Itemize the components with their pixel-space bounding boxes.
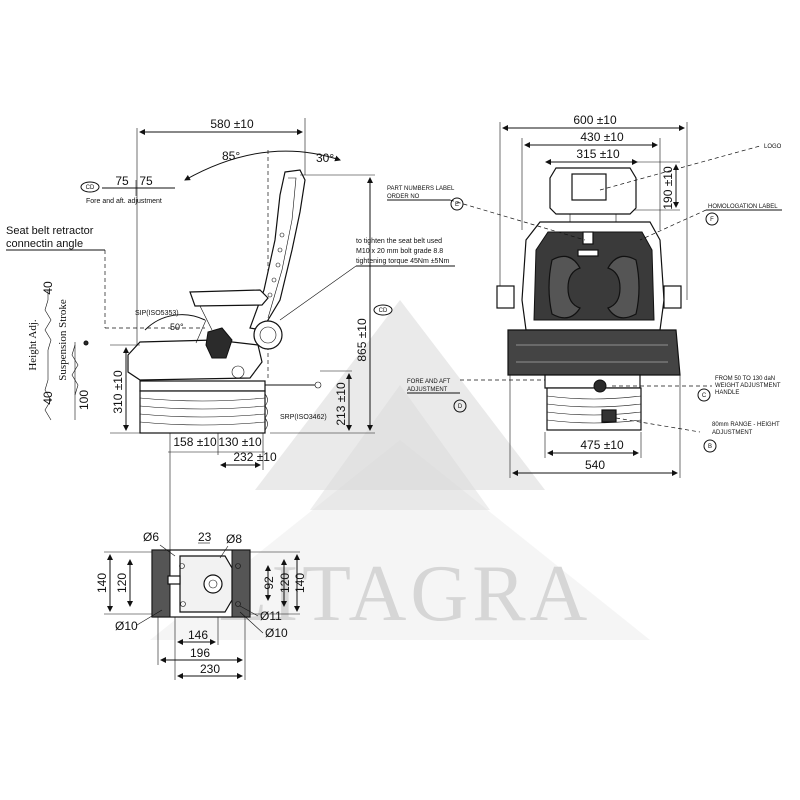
side-view: 580 ±10 CD 75 75 Fore and aft. adjustmen… [6, 117, 455, 470]
dim-75-right: 75 [139, 174, 153, 188]
callout-fore-aft-1: FORE AND AFT [407, 379, 451, 385]
angle-85: 85° [222, 149, 240, 163]
dim-75-left: 75 [115, 174, 129, 188]
base-dim-d10-right: Ø10 [265, 626, 288, 640]
dim-430: 430 ±10 [580, 130, 624, 144]
callout-height-1: 80mm RANGE - HEIGHT [712, 422, 780, 428]
callout-fore-aft-2: ADJUSTMENT [407, 387, 448, 393]
callout-weight-3: HANDLE [715, 390, 739, 396]
callout-b: B [708, 444, 712, 450]
base-dim-230: 230 [200, 662, 220, 676]
watermark-text: LITAGRA [219, 550, 592, 638]
belt-note-3: tightening torque 45Nm ±5Nm [356, 258, 450, 265]
base-dim-120-left: 120 [115, 573, 129, 593]
dim-232: 232 ±10 [233, 450, 277, 464]
front-view: 600 ±10 430 ±10 315 ±10 190 ±10 [387, 113, 782, 478]
dim-315: 315 ±10 [576, 147, 620, 161]
angle-50: 50° [170, 322, 184, 332]
dim-213: 213 ±10 [334, 382, 348, 426]
callout-c: C [702, 393, 707, 399]
callout-logo: LOGO [764, 144, 782, 150]
base-dim-d11: Ø11 [260, 609, 282, 623]
suspension-label: Suspension Stroke [57, 299, 69, 381]
callout-weight-1: FROM 50 TO 130 daN [715, 376, 775, 382]
base-dim-92: 92 [262, 576, 276, 590]
fore-aft-label: Fore and aft. adjustment [86, 198, 162, 205]
base-dim-d10-left: Ø10 [115, 619, 138, 633]
callout-part-numbers-2: ORDER NO [387, 194, 420, 200]
angle-30: 30° [316, 151, 334, 165]
seat-belt-label-2: connectin angle [6, 238, 83, 250]
belt-note-1: to tighten the seat belt used [356, 238, 442, 245]
dim-865: 865 ±10 [355, 318, 369, 362]
callout-part-numbers-1: PART NUMBERS LABEL [387, 186, 455, 192]
dim-310: 310 ±10 [111, 370, 125, 414]
base-view: Ø6 23 Ø8 140 120 92 120 140 Ø10 Ø11 Ø10 [95, 455, 307, 680]
base-dim-140-right: 140 [293, 573, 307, 593]
callout-height-2: ADJUSTMENT [712, 430, 753, 436]
height-adj-40-bottom: 40 [41, 391, 55, 405]
backrest-studs [267, 232, 285, 298]
height-adj-label: Height Adj. [27, 319, 39, 371]
height-adj-40-top: 40 [41, 281, 55, 295]
base-dim-120-right: 120 [278, 573, 292, 593]
base-dim-23: 23 [198, 530, 212, 544]
belt-note-2: M10 x 20 mm bolt grade 8.8 [356, 248, 443, 255]
suspension-100: 100 [77, 390, 91, 410]
callout-d: D [458, 404, 463, 410]
base-dim-196: 196 [190, 646, 210, 660]
base-dim-d6: Ø6 [143, 530, 159, 544]
dim-540: 540 [585, 458, 605, 472]
base-dim-146: 146 [188, 628, 208, 642]
dim-600: 600 ±10 [573, 113, 617, 127]
dim-130: 130 ±10 [218, 435, 262, 449]
dim-158: 158 ±10 [173, 435, 217, 449]
cd-symbol-left: CD [86, 185, 95, 191]
dim-580: 580 ±10 [210, 117, 254, 131]
cd-symbol-right: CD [379, 308, 388, 314]
dim-190: 190 ±10 [661, 166, 675, 210]
callout-e: E [455, 202, 459, 208]
callout-f: F [710, 217, 714, 223]
srp-label: SRP(ISO3462) [280, 414, 327, 421]
sip-label: SIP(ISO5353) [135, 310, 179, 317]
watermark-logo: LITAGRA [150, 300, 650, 640]
base-dim-d8: Ø8 [226, 532, 242, 546]
callout-weight-2: WEIGHT ADJUSTMENT [715, 383, 781, 389]
seat-belt-label-1: Seat belt retractor [6, 225, 94, 237]
dim-475: 475 ±10 [580, 438, 624, 452]
base-dim-140-left: 140 [95, 573, 109, 593]
callout-homologation: HOMOLOGATION LABEL [708, 204, 778, 210]
